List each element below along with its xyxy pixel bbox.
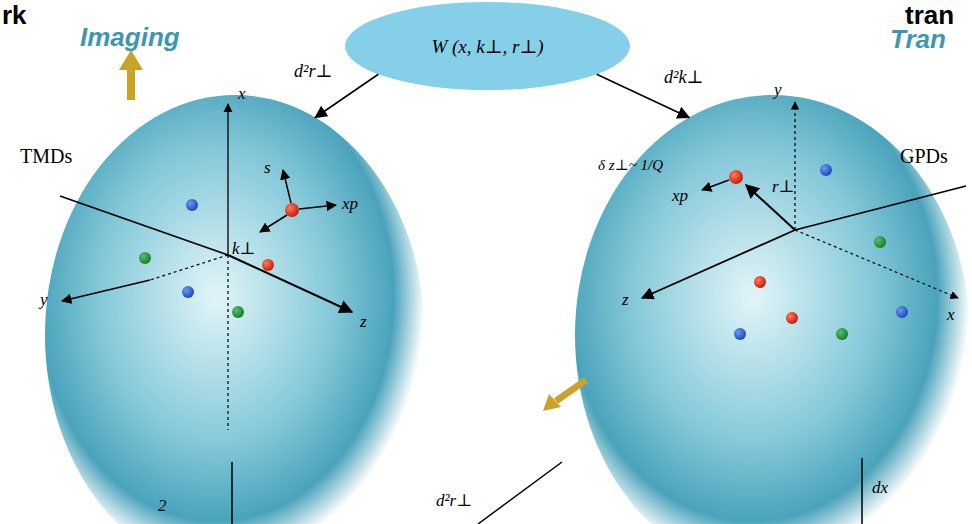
label-holder: z bbox=[622, 290, 629, 310]
axis-label: k⊥ bbox=[232, 238, 256, 259]
sphere-fill bbox=[45, 95, 425, 524]
label-holder: k⊥ bbox=[232, 238, 256, 259]
formula-text: W (x, k⊥, r⊥) bbox=[431, 35, 543, 58]
label-holder: rk bbox=[2, 0, 27, 31]
edge-label-holder: d²r⊥ bbox=[292, 60, 334, 82]
label-holder: x bbox=[947, 305, 955, 325]
axis-label: y bbox=[40, 290, 48, 310]
kperp-arrow bbox=[260, 215, 287, 232]
edge-label: d²k⊥ bbox=[662, 66, 705, 88]
quark-dot bbox=[186, 199, 198, 211]
lead-line bbox=[231, 462, 233, 524]
quark-dot bbox=[262, 259, 274, 271]
resolution-note: δ z⊥~ 1/Q bbox=[598, 156, 663, 174]
label-holder: Imaging bbox=[80, 22, 180, 53]
sphere-heading: TMDs bbox=[20, 145, 72, 168]
ellipse-fill bbox=[345, 2, 630, 90]
label-holder: xp bbox=[672, 186, 688, 206]
quark-dot bbox=[285, 203, 299, 217]
axis-line bbox=[60, 196, 228, 255]
spin-arrow bbox=[283, 170, 291, 203]
quark-dot bbox=[820, 164, 832, 176]
axis-line bbox=[795, 230, 958, 298]
label-holder: δ z⊥~ 1/Q bbox=[598, 156, 663, 174]
quark-dot bbox=[896, 306, 908, 318]
label-holder: r⊥ bbox=[772, 176, 795, 197]
label-holder: dx bbox=[872, 478, 888, 498]
heading-holder: GPDs bbox=[900, 145, 948, 168]
momentum-arrow bbox=[299, 205, 336, 209]
label-holder: z bbox=[360, 312, 367, 332]
edge-label: d²r⊥ bbox=[292, 60, 334, 82]
edge-label-holder: d²k⊥ bbox=[662, 66, 705, 88]
axis-label: xp bbox=[342, 194, 358, 214]
label-holder: y bbox=[774, 80, 782, 100]
sphere-fill bbox=[575, 95, 970, 524]
axis-label: s bbox=[264, 158, 271, 178]
label-holder: s bbox=[264, 158, 271, 178]
distribution-ellipse: W (x, k⊥, r⊥) bbox=[345, 2, 630, 90]
nucleon-sphere: TMDs bbox=[45, 95, 425, 524]
quark-dot bbox=[139, 252, 151, 264]
axis-line bbox=[228, 255, 352, 312]
axis-label: xp bbox=[672, 186, 688, 206]
label-holder: 2 bbox=[158, 496, 167, 516]
heading-holder: TMDs bbox=[20, 145, 72, 168]
label-holder: x bbox=[238, 84, 246, 104]
axis-line bbox=[227, 104, 228, 255]
integration-label: d²r⊥ bbox=[436, 490, 472, 511]
sphere-heading: GPDs bbox=[900, 145, 948, 168]
lead-line bbox=[478, 462, 562, 524]
quark-dot bbox=[232, 306, 244, 318]
tmd-axes bbox=[60, 104, 352, 430]
axis-label: z bbox=[622, 290, 629, 310]
axis-label: y bbox=[774, 80, 782, 100]
quark-dot bbox=[836, 328, 848, 340]
label-holder: y bbox=[40, 290, 48, 310]
label-holder: Tran bbox=[890, 24, 946, 55]
axis-label: r⊥ bbox=[772, 176, 795, 197]
lead-line bbox=[861, 458, 863, 524]
gold-arrow bbox=[543, 394, 561, 411]
gold-arrow bbox=[556, 380, 586, 401]
quark-dot bbox=[754, 276, 766, 288]
axis-line bbox=[794, 102, 795, 230]
quark-dot bbox=[729, 170, 743, 184]
gpd-axes bbox=[642, 102, 966, 298]
axis-line bbox=[62, 280, 150, 301]
integration-label: dx bbox=[872, 478, 888, 498]
axis-line bbox=[227, 255, 228, 430]
quark-dot bbox=[874, 236, 886, 248]
axis-label: x bbox=[238, 84, 246, 104]
quark-dot bbox=[182, 286, 194, 298]
section-heading: Tran bbox=[890, 24, 946, 55]
label-holder: xp bbox=[342, 194, 358, 214]
momentum-arrow bbox=[702, 180, 729, 190]
label-holder: d²r⊥ bbox=[436, 490, 472, 511]
axis-line bbox=[150, 255, 228, 280]
section-heading: Imaging bbox=[80, 22, 180, 53]
quark-dot bbox=[786, 312, 798, 324]
axis-line bbox=[642, 230, 795, 298]
cut-heading: rk bbox=[2, 0, 27, 31]
axis-label: z bbox=[360, 312, 367, 332]
axis-line bbox=[795, 186, 966, 230]
gold-arrow bbox=[119, 50, 143, 100]
axis-label: x bbox=[947, 305, 955, 325]
integration-label: 2 bbox=[158, 496, 167, 516]
quark-dot bbox=[734, 328, 746, 340]
sphere-shape bbox=[45, 95, 425, 524]
